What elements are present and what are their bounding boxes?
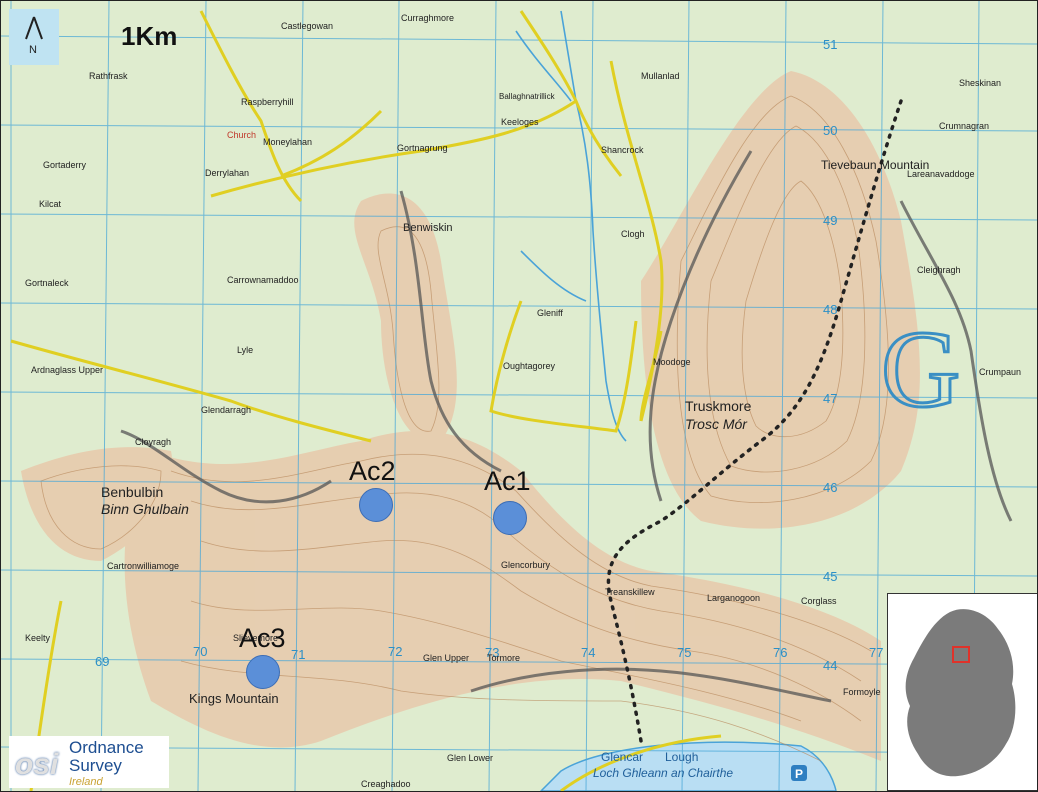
place-creaghadoo: Creaghadoo (361, 779, 411, 789)
northing-44: 44 (823, 658, 837, 673)
easting-72: 72 (388, 644, 402, 659)
northing-47: 47 (823, 391, 837, 406)
upland-shading (21, 71, 920, 761)
site-label-ac1: Ac1 (484, 466, 531, 496)
place-sheskinan: Sheskinan (959, 78, 1001, 88)
location-box (952, 646, 970, 663)
place-trosc-mor: Trosc Mór (685, 416, 748, 432)
place-derrylahan: Derrylahan (205, 168, 249, 178)
heritage-symbol: G (881, 308, 960, 430)
easting-73: 73 (485, 645, 499, 660)
parking-icon (791, 765, 807, 781)
northing-50: 50 (823, 123, 837, 138)
place-moneylahan: Moneylahan (263, 137, 312, 147)
place-tormore: Tormore (487, 653, 520, 663)
easting-76: 76 (773, 645, 787, 660)
easting-75: 75 (677, 645, 691, 660)
site-label-ac2: Ac2 (349, 456, 396, 486)
place-gleniff: Gleniff (537, 308, 563, 318)
site-label-ac3: Ac3 (239, 623, 286, 653)
northing-45: 45 (823, 569, 837, 584)
easting-77: 77 (869, 645, 883, 660)
place-lyle: Lyle (237, 345, 253, 355)
place-gortnaleck: Gortnaleck (25, 278, 69, 288)
place-raspberryhill: Raspberryhill (241, 97, 294, 107)
cliff-edges (120, 150, 1013, 703)
place-curraghmore: Curraghmore (401, 13, 454, 23)
place-truskmore: Truskmore (685, 398, 752, 414)
place-keelty: Keelty (25, 633, 51, 643)
ireland-inset-map (887, 593, 1037, 791)
easting-74: 74 (581, 645, 595, 660)
place-church: Church (227, 130, 256, 140)
lake (539, 741, 837, 791)
easting-70: 70 (193, 644, 207, 659)
place-binn-ghulbain: Binn Ghulbain (101, 501, 189, 517)
northing-51: 51 (823, 37, 837, 52)
place-lareanavaddoge: Lareanavaddoge (907, 169, 975, 179)
place-loch-ghleann-an-chairthe: Loch Ghleann an Chairthe (593, 766, 733, 780)
north-label: N (29, 44, 37, 55)
place-glendarragh: Glendarragh (201, 405, 251, 415)
scale-label: 1Km (121, 21, 178, 51)
site-marker-ac2[interactable] (359, 488, 393, 522)
rivers (515, 10, 627, 442)
place-glencar: Glencar (601, 750, 643, 764)
place-corglass: Corglass (801, 596, 837, 606)
place-kings-mountain: Kings Mountain (189, 691, 279, 706)
place-cloyragh: Cloyragh (135, 437, 171, 447)
place-ballaghnatrillick: Ballaghnatrillick (499, 92, 556, 101)
place-glen-lower: Glen Lower (447, 753, 493, 763)
place-carrownamaddoo: Carrownamaddoo (227, 275, 299, 285)
logo-line3: Ireland (69, 776, 103, 788)
place-benbulbin: Benbulbin (101, 484, 163, 500)
place-mullanlad: Mullanlad (641, 71, 680, 81)
northing-48: 48 (823, 302, 837, 317)
place-clogh: Clogh (621, 229, 645, 239)
northing-46: 46 (823, 480, 837, 495)
grid-numbers: 69 70 71 72 73 74 75 76 77 51 50 49 48 4… (95, 37, 883, 673)
place-crumnagran: Crumnagran (939, 121, 989, 131)
place-kilcat: Kilcat (39, 199, 62, 209)
place-keeloges: Keeloges (501, 117, 539, 127)
easting-69: 69 (95, 654, 109, 669)
osi-logo: osi Ordnance Survey Ireland (9, 736, 169, 788)
place-gortaderry: Gortaderry (43, 160, 87, 170)
walking-route (606, 99, 903, 743)
site-marker-ac1[interactable] (493, 501, 527, 535)
place-tievebaun-mountain: Tievebaun Mountain (821, 158, 929, 172)
place-cleighragh: Cleighragh (917, 265, 961, 275)
ireland-outline (905, 609, 1016, 777)
place-glencorbury: Glencorbury (501, 560, 551, 570)
easting-71: 71 (291, 647, 305, 662)
place-cartronwilliamoge: Cartronwilliamoge (107, 561, 179, 571)
place-castlegowan: Castlegowan (281, 21, 333, 31)
site-marker-ac3[interactable] (246, 655, 280, 689)
logo-abbr: osi (15, 748, 59, 781)
logo-line1: Ordnance (69, 738, 144, 757)
place-oughtagorey: Oughtagorey (503, 361, 556, 371)
north-arrow-icon: N (25, 16, 43, 55)
northing-49: 49 (823, 213, 837, 228)
logo-line2: Survey (69, 756, 122, 775)
place-slievemore: Slievemore (233, 633, 278, 643)
place-treanskillew: Treanskillew (605, 587, 655, 597)
place-gortnagrung: Gortnagrung (397, 143, 448, 153)
place-benwiskin: Benwiskin (403, 222, 453, 234)
place-ardnaglass-upper: Ardnaglass Upper (31, 365, 103, 375)
place-formoyle: Formoyle (843, 687, 881, 697)
parking-icon-letter: P (795, 767, 803, 781)
place-glen-upper: Glen Upper (423, 653, 469, 663)
place-lough: Lough (665, 750, 698, 764)
place-shancrock: Shancrock (601, 145, 644, 155)
place-crumpaun: Crumpaun (979, 367, 1021, 377)
place-larganogoon: Larganogoon (707, 593, 760, 603)
place-rathfrask: Rathfrask (89, 71, 128, 81)
place-moodoge: Moodoge (653, 357, 691, 367)
